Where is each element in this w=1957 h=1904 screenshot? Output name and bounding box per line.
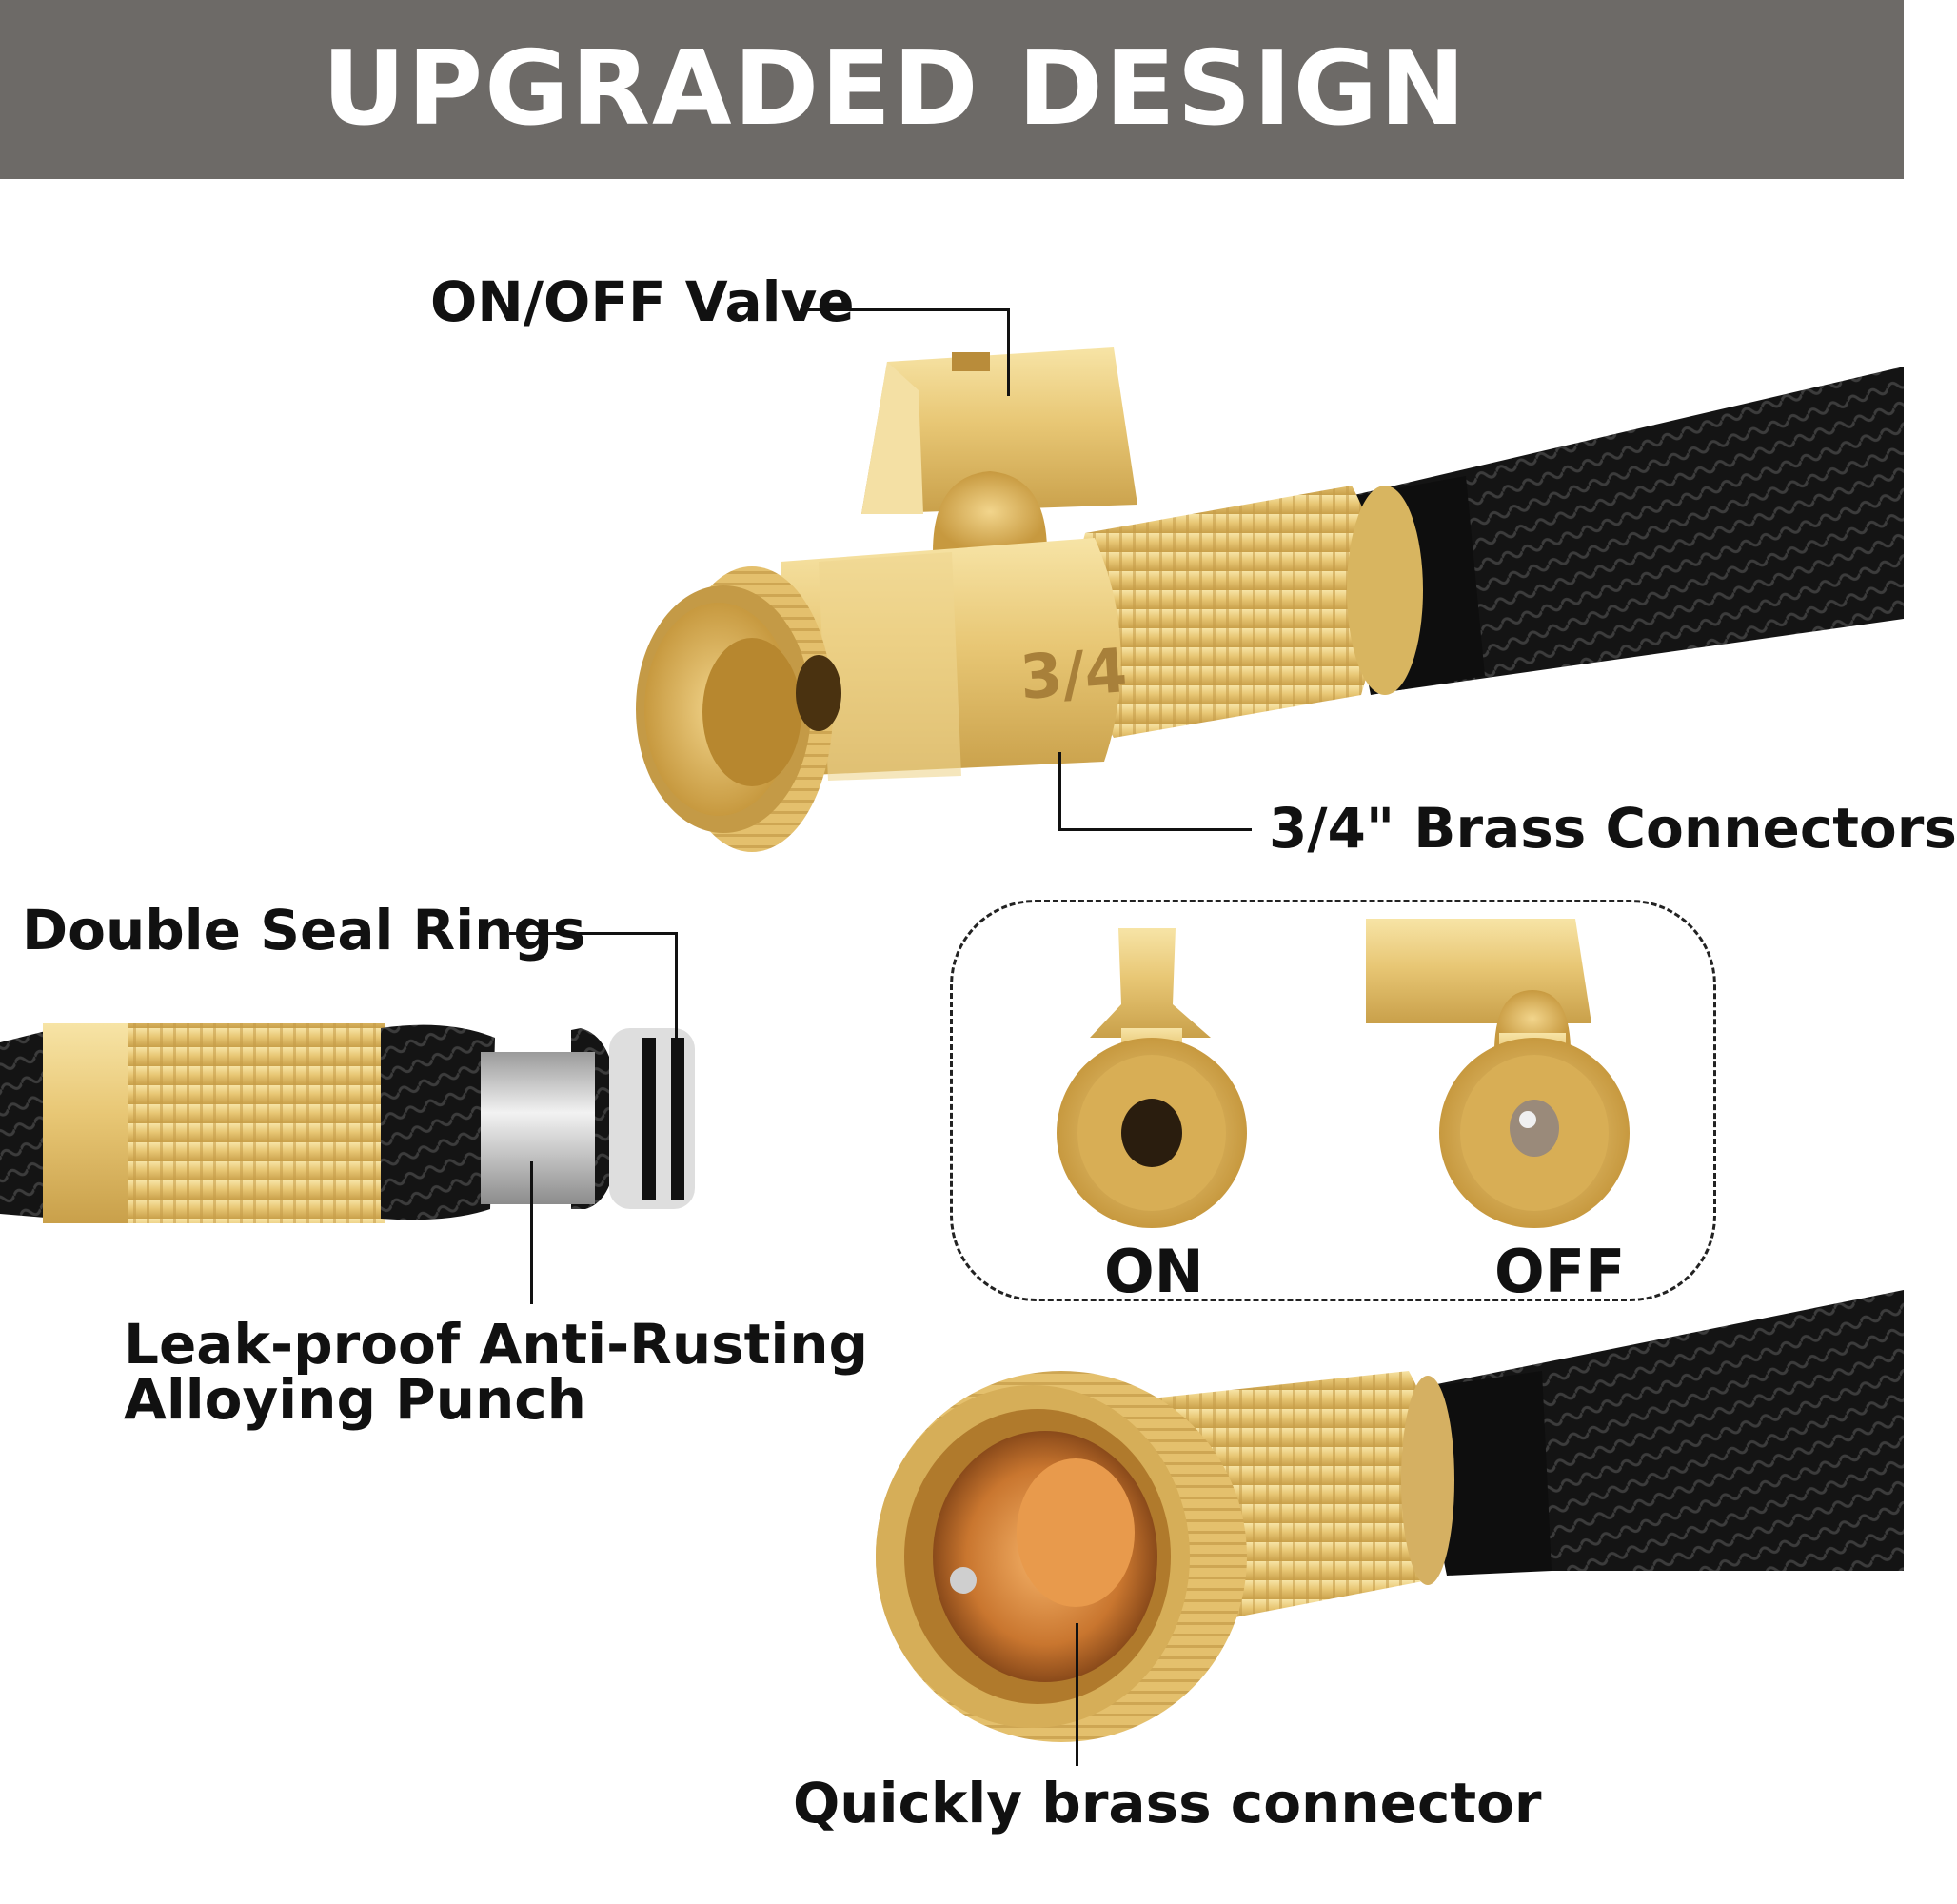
- leader-punch-v: [530, 1161, 533, 1304]
- leader-brass-v: [1058, 752, 1061, 831]
- label-double-seal-rings: Double Seal Rings: [22, 898, 586, 962]
- valve-body: 3/4: [781, 538, 1130, 781]
- valve-off-illustration: [1366, 919, 1630, 1228]
- leader-quick-v: [1076, 1623, 1078, 1766]
- seal-rings: [609, 1028, 695, 1209]
- label-brass-connectors: 3/4" Brass Connectors: [1269, 796, 1957, 861]
- leader-seal-v: [675, 932, 678, 1043]
- knurled-collar-top: [1076, 486, 1423, 738]
- label-punch-line1: Leak-proof Anti-Rusting: [124, 1312, 869, 1377]
- valve-handle: [861, 347, 1137, 552]
- leader-valve-v: [1007, 308, 1010, 396]
- label-punch-line2: Alloying Punch: [124, 1367, 586, 1432]
- left-brass-sleeve: [43, 1023, 385, 1223]
- title-banner: UPGRADED DESIGN: [0, 0, 1904, 179]
- label-off: OFF: [1494, 1237, 1626, 1306]
- leader-valve-h: [802, 308, 1010, 311]
- valve-on-illustration: [1057, 928, 1247, 1228]
- label-on: ON: [1104, 1237, 1204, 1306]
- threaded-inlet: [636, 566, 841, 852]
- leader-seal-h: [509, 932, 678, 935]
- alloy-punch: [481, 1052, 595, 1204]
- banner-title: UPGRADED DESIGN: [322, 30, 1468, 149]
- product-illustration: 3/4: [0, 347, 1904, 1742]
- leader-brass-h: [1058, 828, 1252, 831]
- valve-state-comparison: [950, 900, 1716, 1301]
- engraved-size-mark: 3/4: [1018, 636, 1129, 714]
- hose-bottom: [1409, 1290, 1904, 1576]
- label-quick-connector: Quickly brass connector: [793, 1771, 1542, 1835]
- label-onoff-valve: ON/OFF Valve: [430, 269, 855, 334]
- quick-connector-nut: [876, 1371, 1247, 1742]
